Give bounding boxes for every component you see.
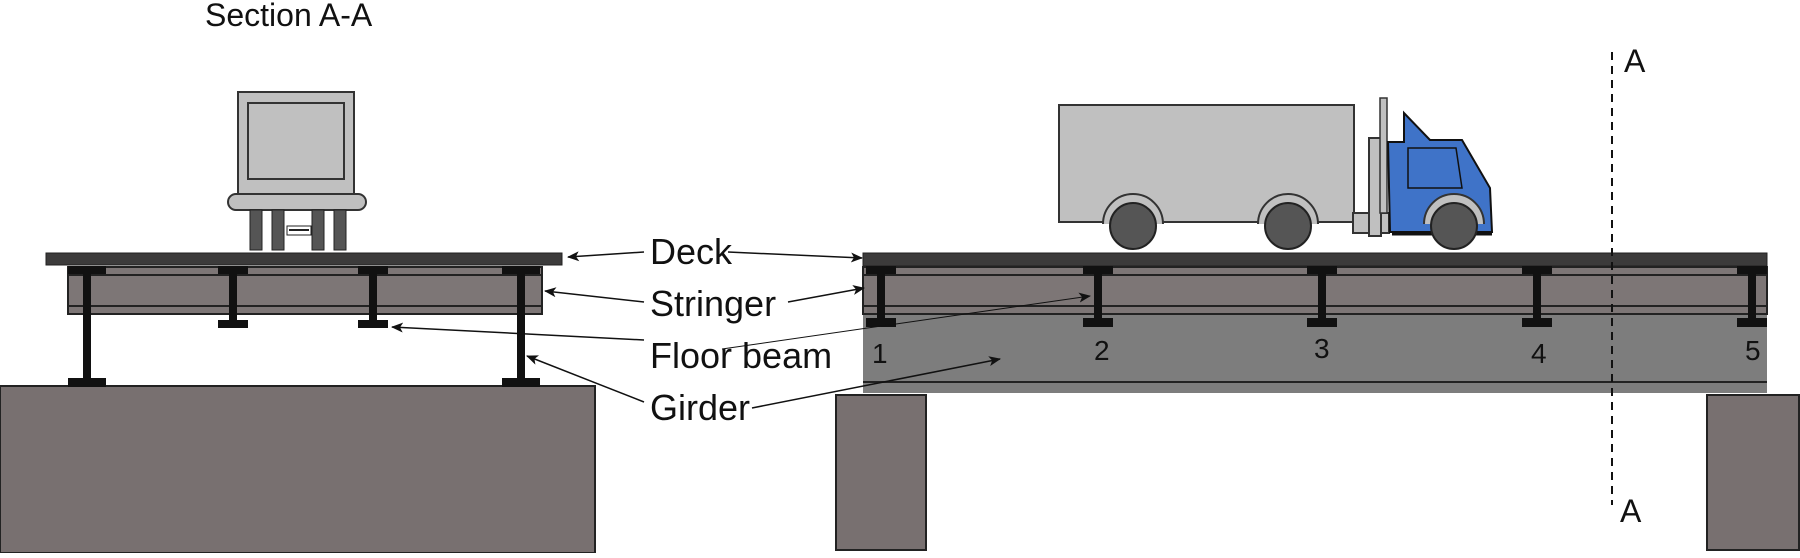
section-mark-bottom: A <box>1620 493 1642 529</box>
section-view: Section A-A <box>0 0 596 554</box>
arrow-deck-right <box>727 251 863 263</box>
section-deck <box>45 252 563 266</box>
section-stringers <box>218 266 388 328</box>
truck-rear-view <box>227 91 367 251</box>
section-pier <box>0 385 596 554</box>
floor-beams <box>866 266 1767 327</box>
arrow-stringer-left <box>544 287 645 303</box>
floor-beam-number-3: 3 <box>1314 333 1330 364</box>
right-abutment <box>1706 394 1800 551</box>
label-floor-beam: Floor beam <box>650 335 832 376</box>
arrow-girder-right <box>751 356 1001 409</box>
floor-beam-number-5: 5 <box>1745 335 1761 366</box>
label-deck: Deck <box>650 231 733 272</box>
arrow-floor-beam-right <box>721 292 1091 350</box>
floor-beam-number-2: 2 <box>1094 335 1110 366</box>
deck-slab <box>862 252 1768 267</box>
component-labels: Deck Stringer Floor beam Girder <box>650 231 832 428</box>
leader-arrows <box>391 251 1091 409</box>
elevation-view: 1 2 3 4 5 A A <box>835 43 1800 551</box>
arrow-floor-beam-left <box>391 322 645 341</box>
label-stringer: Stringer <box>650 283 776 324</box>
floor-beam-number-4: 4 <box>1531 338 1547 369</box>
arrow-stringer-right <box>787 285 865 303</box>
arrow-girder-left <box>526 355 645 403</box>
arrow-deck-left <box>567 251 645 262</box>
label-girder: Girder <box>650 387 750 428</box>
truck-side-view <box>1058 97 1494 250</box>
left-abutment <box>835 394 927 551</box>
floor-beam-number-1: 1 <box>872 338 888 369</box>
section-title: Section A-A <box>205 0 373 33</box>
section-girders <box>68 266 540 387</box>
section-mark-top: A <box>1624 43 1646 79</box>
